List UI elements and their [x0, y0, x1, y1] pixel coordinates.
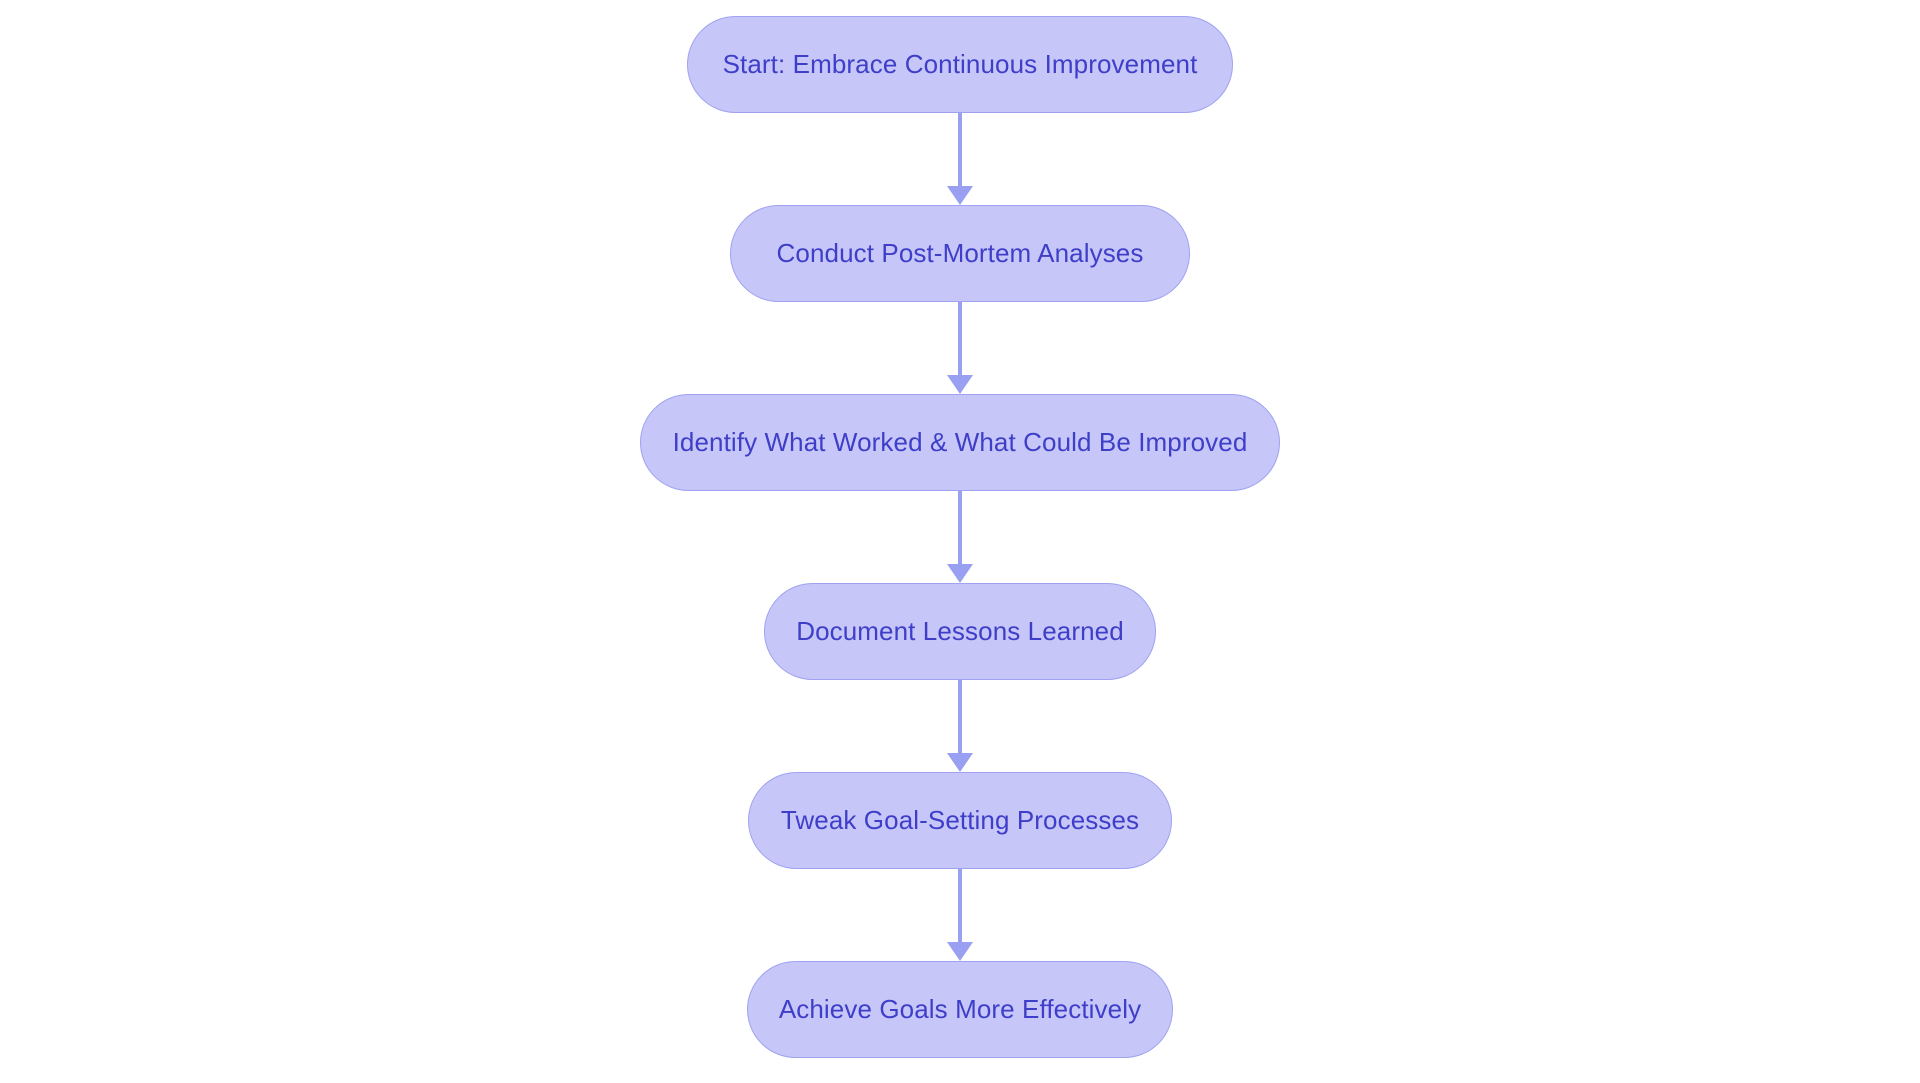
arrow-down-icon [947, 186, 973, 205]
flow-node-achieve: Achieve Goals More Effectively [747, 961, 1173, 1058]
arrow-down-icon [947, 564, 973, 583]
arrow-stem [958, 113, 962, 186]
arrow-stem [958, 491, 962, 564]
flow-edge-arrow [946, 680, 974, 772]
flow-edge-arrow [946, 113, 974, 205]
flow-node-label: Tweak Goal-Setting Processes [780, 805, 1140, 835]
arrow-stem [958, 680, 962, 753]
flow-node-identify: Identify What Worked & What Could Be Imp… [640, 394, 1280, 491]
flow-node-label: Identify What Worked & What Could Be Imp… [672, 427, 1248, 457]
flow-node-post-mortem: Conduct Post-Mortem Analyses [730, 205, 1190, 302]
flow-node-document: Document Lessons Learned [764, 583, 1156, 680]
arrow-stem [958, 869, 962, 942]
flow-node-label: Document Lessons Learned [796, 616, 1124, 646]
arrow-down-icon [947, 942, 973, 961]
flow-edge-arrow [946, 869, 974, 961]
flow-edge-arrow [946, 302, 974, 394]
flow-node-label: Start: Embrace Continuous Improvement [722, 49, 1198, 79]
flow-node-label: Conduct Post-Mortem Analyses [776, 238, 1144, 268]
flow-node-label: Achieve Goals More Effectively [778, 994, 1142, 1024]
flow-edge-arrow [946, 491, 974, 583]
flow-node-tweak: Tweak Goal-Setting Processes [748, 772, 1172, 869]
arrow-down-icon [947, 753, 973, 772]
flow-node-start: Start: Embrace Continuous Improvement [687, 16, 1233, 113]
arrow-down-icon [947, 375, 973, 394]
arrow-stem [958, 302, 962, 375]
